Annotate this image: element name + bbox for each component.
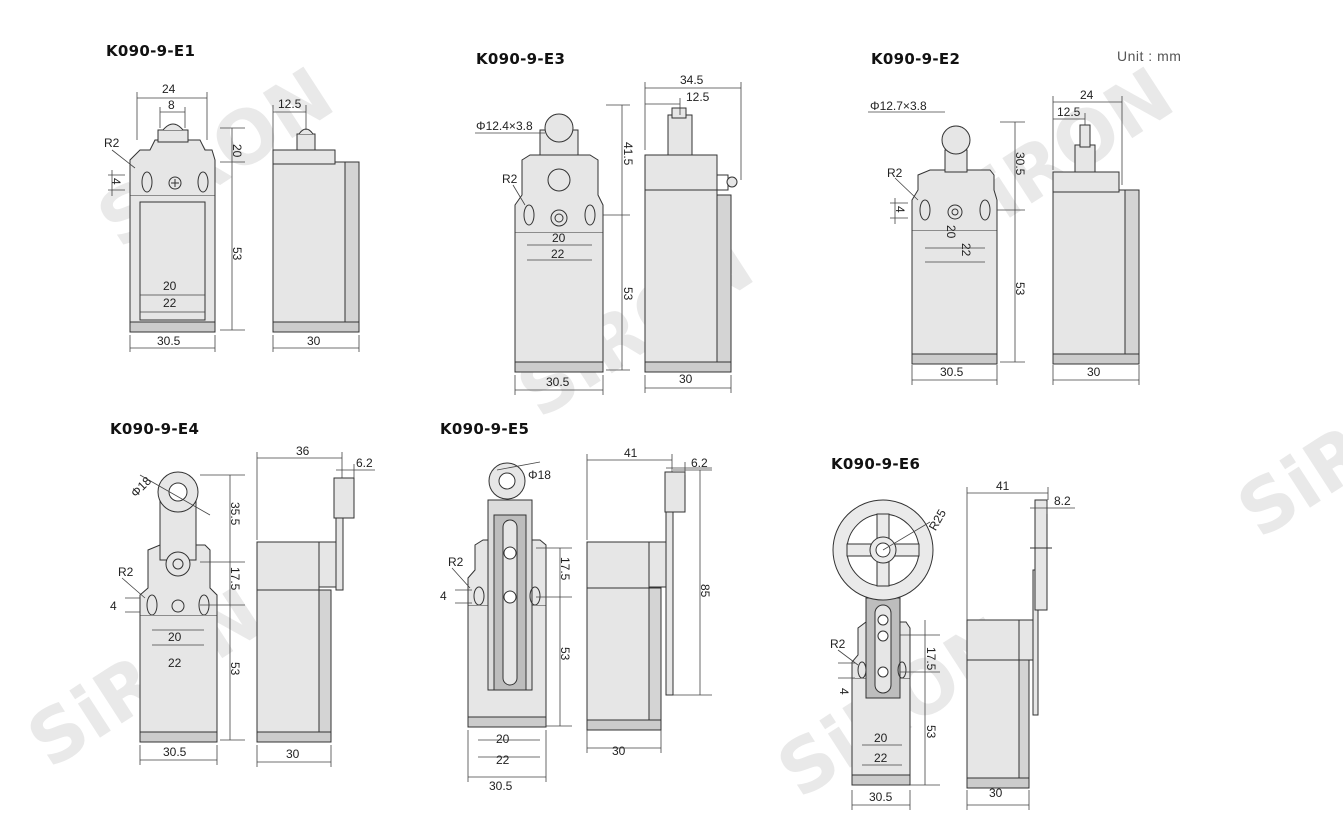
e6-dim-17-5: 17.5 (924, 647, 938, 671)
model-title-e4: K090-9-E4 (110, 420, 200, 438)
e6-side-body (966, 659, 1020, 786)
e3-dim-41-5: 41.5 (621, 142, 635, 166)
e6-dim-30-5: 30.5 (869, 790, 893, 804)
e1-dim-8: 8 (168, 98, 175, 112)
e4-dim-17-5: 17.5 (228, 567, 242, 591)
e6-dim-22: 22 (874, 751, 888, 765)
e3-dim-34-5: 34.5 (680, 73, 704, 87)
e2-side-body (1052, 189, 1126, 363)
e4-dim-4: 4 (110, 599, 117, 613)
e2-dim-30: 30 (1087, 365, 1101, 379)
e2-dim-24: 24 (1080, 88, 1094, 102)
model-title-e6: K090-9-E6 (831, 455, 921, 473)
e4-dim-36: 36 (296, 444, 310, 458)
e2-dim-12-5: 12.5 (1057, 105, 1081, 119)
e4-dim-r2: R2 (118, 565, 134, 579)
e4-side-body (256, 589, 320, 741)
e4-dim-30-5: 30.5 (163, 745, 187, 759)
e4-dim-22: 22 (168, 656, 182, 670)
e5-dim-phi18: Φ18 (528, 468, 551, 482)
e6-dim-r2: R2 (830, 637, 846, 651)
e4-dim-35-5: 35.5 (228, 502, 242, 526)
e2-dim-20: 20 (944, 225, 958, 239)
e5-dim-30-5: 30.5 (489, 779, 513, 793)
e2-dim-30-5: 30.5 (940, 365, 964, 379)
e2-dim-22: 22 (959, 243, 973, 257)
e3-dim-53: 53 (621, 287, 635, 301)
unit-label: Unit : mm (1117, 48, 1182, 64)
e1-dim-30-5: 30.5 (157, 334, 181, 348)
e4-front-body (139, 614, 218, 741)
e6-dim-20: 20 (874, 731, 888, 745)
model-title-e3: K090-9-E3 (476, 50, 566, 68)
e3-dim-30: 30 (679, 372, 693, 386)
e5-dim-85: 85 (698, 584, 712, 598)
e5-dim-30: 30 (612, 744, 626, 758)
e2-dim-53: 53 (1013, 282, 1027, 296)
e3-dim-22: 22 (551, 247, 565, 261)
e2-dim-30-5v: 30.5 (1013, 152, 1027, 176)
e6-dim-53: 53 (924, 725, 938, 739)
e1-dim-12-5: 12.5 (278, 97, 302, 111)
e6-dim-8-2: 8.2 (1054, 494, 1071, 508)
e4-dim-6-2: 6.2 (356, 456, 373, 470)
e5-dim-22: 22 (496, 753, 510, 767)
e5-dim-53: 53 (558, 647, 572, 661)
e1-dim-r2: R2 (104, 136, 120, 150)
e2-dim-phi: Φ12.7×3.8 (870, 99, 927, 113)
model-title-e1: K090-9-E1 (106, 42, 196, 60)
e1-dim-22: 22 (163, 296, 177, 310)
e3-dim-r2: R2 (502, 172, 518, 186)
e2-dim-4: 4 (893, 206, 907, 213)
e3-front-body (514, 231, 604, 371)
e5-dim-6-2: 6.2 (691, 456, 708, 470)
e3-dim-phi: Φ12.4×3.8 (476, 119, 533, 133)
model-title-e2: K090-9-E2 (871, 50, 961, 68)
e6-dim-30: 30 (989, 786, 1003, 800)
e1-side-body (272, 161, 346, 331)
e1-dim-4: 4 (109, 178, 123, 185)
e5-dim-4: 4 (440, 589, 447, 603)
e6-dim-41: 41 (996, 479, 1010, 493)
e6-dim-4: 4 (837, 688, 851, 695)
e3-dim-12-5: 12.5 (686, 90, 710, 104)
e4-dim-53: 53 (228, 662, 242, 676)
e1-dim-20: 20 (163, 279, 177, 293)
e5-dim-r2: R2 (448, 555, 464, 569)
e3-dim-20: 20 (552, 231, 566, 245)
e1-dim-53: 53 (230, 247, 244, 261)
e4-dim-30: 30 (286, 747, 300, 761)
e1-dim-20v: 20 (230, 144, 244, 158)
e2-dim-r2: R2 (887, 166, 903, 180)
e4-dim-20: 20 (168, 630, 182, 644)
e1-dim-30: 30 (307, 334, 321, 348)
e6-dim-r25: R25 (926, 507, 949, 533)
e5-dim-17-5: 17.5 (558, 557, 572, 581)
e3-dim-30-5: 30.5 (546, 375, 570, 389)
model-title-e5: K090-9-E5 (440, 420, 530, 438)
e1-front-body (129, 194, 216, 331)
e5-dim-20: 20 (496, 732, 510, 746)
e5-dim-41: 41 (624, 446, 638, 460)
e1-dim-24: 24 (162, 82, 176, 96)
